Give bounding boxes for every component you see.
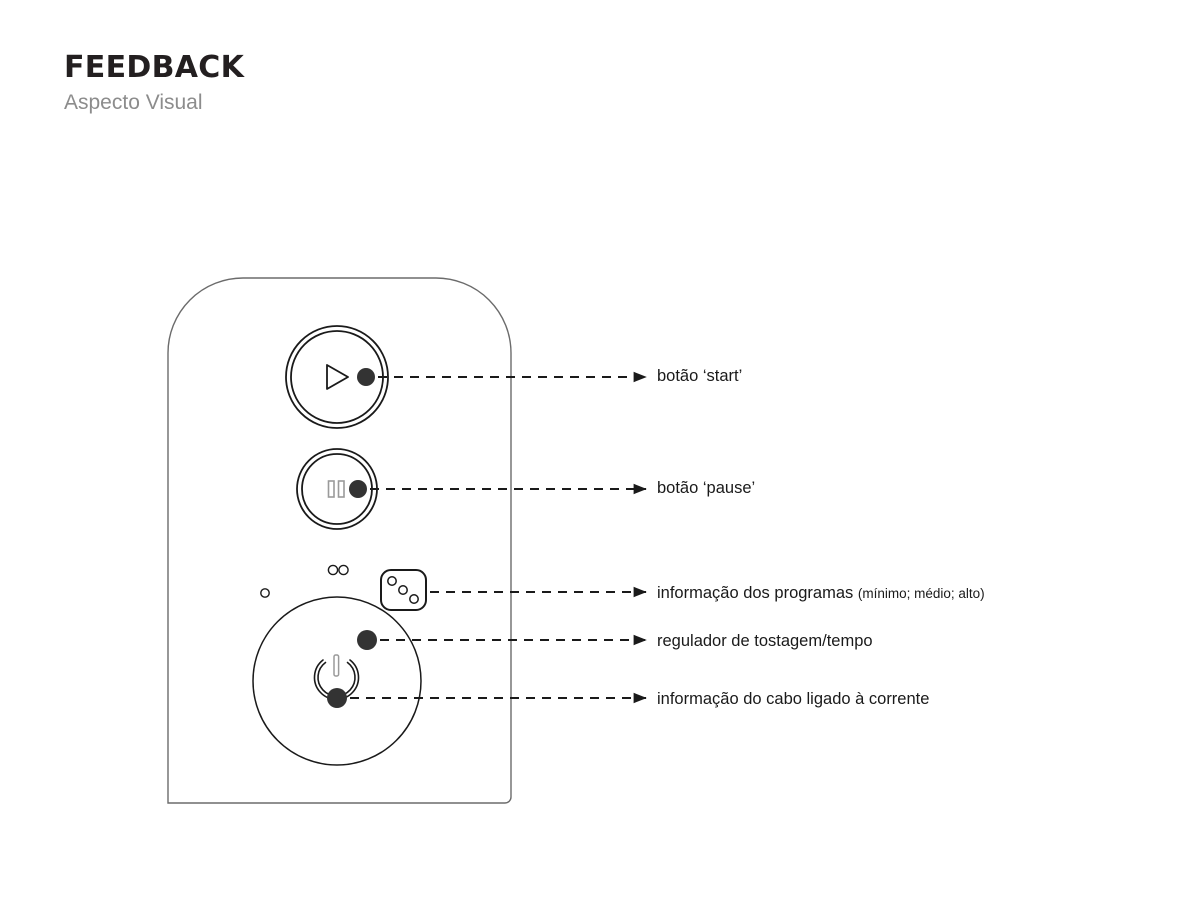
program-level-high-icon <box>409 594 419 604</box>
callout-label-regulator: regulador de tostagem/tempo <box>657 633 873 650</box>
cable-callout-dot <box>327 688 347 708</box>
page-title: FEEDBACK <box>64 50 245 85</box>
start-button[interactable] <box>285 325 389 429</box>
pause-callout-dot <box>349 480 367 498</box>
regulator-callout-dot <box>357 630 377 650</box>
callout-text-start: botão ‘start’ <box>657 367 743 385</box>
slide-header: FEEDBACK Aspecto Visual <box>64 52 664 114</box>
led-markers <box>260 564 349 598</box>
program-level-min-icon <box>387 576 397 586</box>
pause-button[interactable] <box>296 448 378 530</box>
callout-text-cable: informação do cabo ligado à corrente <box>657 690 930 708</box>
led-marker-pair-a <box>327 564 339 576</box>
callout-label-cable: informação do cabo ligado à corrente <box>657 691 929 708</box>
program-level-mid-icon <box>398 585 408 595</box>
callout-label-programs: informação dos programas (mínimo; médio;… <box>657 585 985 602</box>
program-indicator[interactable] <box>380 569 427 611</box>
callout-text-regulator: regulador de tostagem/tempo <box>657 632 873 650</box>
start-callout-dot <box>357 368 375 386</box>
callout-leader-lines <box>350 371 647 704</box>
callout-label-pause: botão ‘pause’ <box>657 480 755 497</box>
callout-subtext-programs: (mínimo; médio; alto) <box>857 586 985 601</box>
power-indicator[interactable] <box>313 654 360 708</box>
led-marker-left <box>260 588 270 598</box>
toasting-dial[interactable] <box>252 596 422 766</box>
callout-label-start: botão ‘start’ <box>657 368 742 385</box>
page-subtitle: Aspecto Visual <box>64 90 203 114</box>
pause-icon <box>327 480 345 498</box>
callout-text-pause: botão ‘pause’ <box>657 479 756 497</box>
play-icon <box>326 364 349 390</box>
toasting-dial-ring <box>252 596 422 766</box>
led-marker-pair-b <box>338 564 349 576</box>
callout-text-programs: informação dos programas <box>657 584 858 602</box>
